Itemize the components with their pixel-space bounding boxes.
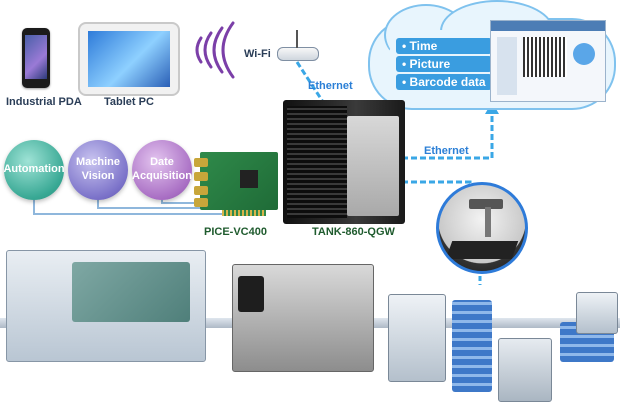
industrial-pda-label: Industrial PDA (6, 96, 82, 108)
computer-label: TANK-860-QGW (312, 226, 395, 238)
product-stack (452, 300, 492, 392)
tablet-pc-image (78, 22, 180, 96)
bubble-connector (97, 200, 238, 209)
ethernet-label-right: Ethernet (424, 145, 469, 157)
tank-860-computer-image (283, 100, 405, 224)
software-screenshot (490, 20, 606, 102)
inspection-station (388, 294, 446, 382)
wifi-signal-icon (195, 21, 235, 79)
wifi-router-icon (277, 30, 319, 61)
tablet-pc-label: Tablet PC (104, 96, 154, 108)
bubble-connector (33, 200, 238, 215)
packaging-machine-window (72, 262, 190, 322)
cloud-item: • Picture (396, 56, 492, 72)
card-label: PICE-VC400 (204, 226, 267, 238)
cloud-item: • Time (396, 38, 492, 54)
wifi-label: Wi-Fi (244, 48, 271, 60)
end-station (576, 292, 618, 334)
cloud-data-list: • Time • Picture • Barcode data (396, 38, 492, 90)
bubble-automation: Automation (3, 140, 65, 200)
industrial-pda-image (22, 28, 50, 88)
ethernet-label-top: Ethernet (308, 80, 353, 92)
bubble-machine-vision: Machine Vision (68, 140, 128, 200)
pice-vc400-card-image (194, 152, 278, 216)
cloud-item: • Barcode data (396, 74, 492, 90)
bubble-date-acquisition: Date Acquisition (132, 140, 192, 200)
wrapping-machine-panel (238, 276, 264, 312)
sorting-machine (498, 338, 552, 402)
camera-inspection-image (436, 182, 528, 274)
